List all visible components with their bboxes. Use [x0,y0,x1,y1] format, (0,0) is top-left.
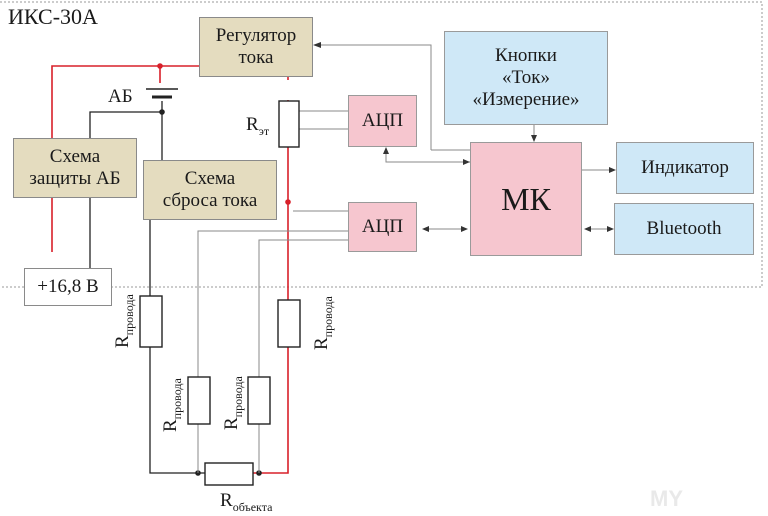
arrow-heads [313,42,616,232]
current-reset-block: Схема сброса тока [143,160,277,220]
adc-bottom-block: АЦП [348,202,417,252]
power-supply-block: +16,8 В [24,268,112,306]
ground-wires [89,101,205,474]
r-sense-right-label: Rпровода [221,376,245,430]
bluetooth-block: Bluetooth [614,203,754,255]
current-regulator-block: Регулятор тока [199,17,313,77]
device-title: ИКС-30А [8,4,98,29]
r-reference-label: Rэт [246,114,270,138]
battery-protection-block: Схема защиты АБ [13,138,137,198]
r-sense-left-label: Rпровода [160,378,184,432]
resistor-wire-right [277,299,301,348]
battery-label: АБ [108,86,133,107]
adc-top-block: АЦП [348,95,417,147]
resistors [139,100,301,486]
mcu-block: МК [470,142,582,256]
resistor-object [204,462,254,486]
r-wire-left-label: Rпровода [112,294,136,348]
resistor-sense-left [187,376,211,425]
device-enclosure-border [0,1,763,288]
resistor-reference [278,100,300,148]
resistor-sense-right [247,376,271,425]
buttons-block: Кнопки «Ток» «Измерение» [444,31,608,125]
r-object-label: Rобъекта [220,490,273,514]
r-wire-right-label: Rпровода [311,296,335,350]
indicator-block: Индикатор [616,142,754,194]
resistor-wire-left [139,295,163,348]
watermark: MY [650,486,683,511]
junction-dots [157,63,291,476]
battery-symbol [146,88,178,99]
